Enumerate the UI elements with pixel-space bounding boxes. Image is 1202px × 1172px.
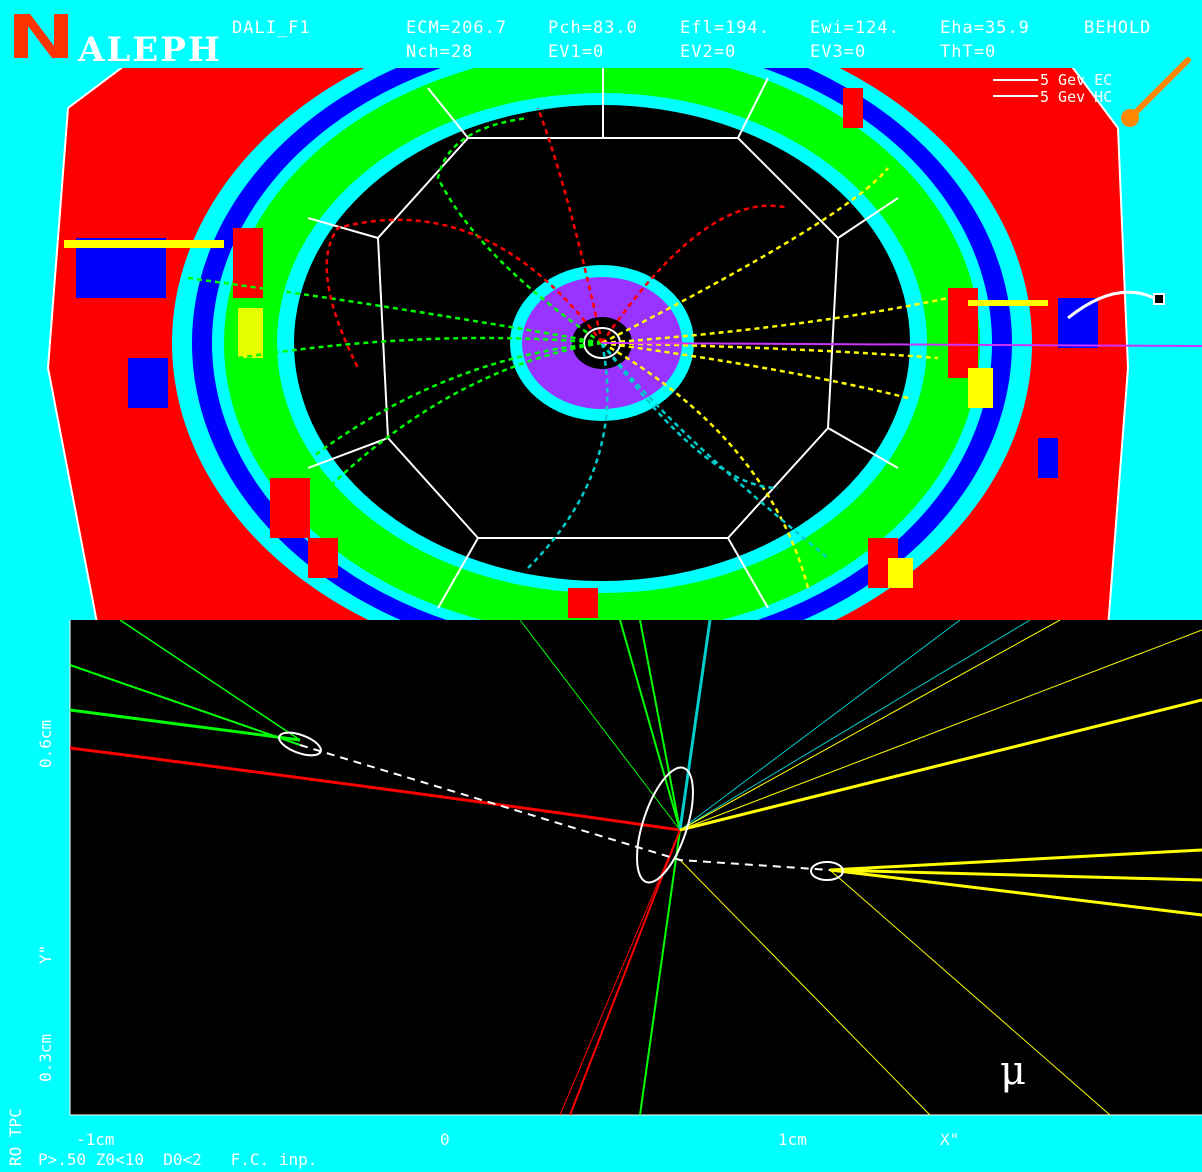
nch-value: Nch=28 xyxy=(406,42,474,62)
aleph-logo-icon xyxy=(14,14,68,58)
header: ALEPH DALI_F1 ECM=206.7 Pch=83.0 Efl=194… xyxy=(0,0,1202,70)
tht-value: ThT=0 xyxy=(940,42,997,62)
behold-label: BEHOLD xyxy=(1084,18,1152,38)
vertex-drawing xyxy=(69,620,1202,1116)
x-label-right: 1cm xyxy=(778,1130,807,1149)
vertex-zoom-view: 0.6cm Y" 0.3cm RO TPC -1cm 0 1cm X" P>.5… xyxy=(0,620,1202,1172)
program-name: DALI_F1 xyxy=(232,18,311,38)
scale-legend-hc: 5 Gev HC xyxy=(1040,88,1113,106)
muon-label: μ xyxy=(1000,1048,1026,1094)
scale-legend-ec: 5 Gev EC xyxy=(1040,71,1113,89)
ecm-value: ECM=206.7 xyxy=(406,18,508,38)
efl-value: Efl=194. xyxy=(680,18,770,38)
y-axis-name: Y" xyxy=(36,944,55,964)
logo-text: ALEPH xyxy=(78,30,222,70)
detector-cross-section-view xyxy=(8,68,1202,620)
eha-value: Eha=35.9 xyxy=(940,18,1030,38)
tpc-sector-lines xyxy=(307,68,899,609)
x-axis-name: X" xyxy=(940,1130,960,1149)
calorimeter-hits xyxy=(233,88,993,618)
footer-left-label: RO TPC xyxy=(6,1108,25,1166)
ev3-value: EV3=0 xyxy=(810,42,867,62)
ewi-value: Ewi=124. xyxy=(810,18,900,38)
y-label-bottom: 0.3cm xyxy=(36,1033,55,1082)
charged-tracks xyxy=(187,107,949,589)
ev2-value: EV2=0 xyxy=(680,42,737,62)
y-label-top: 0.6cm xyxy=(36,719,55,768)
pch-value: Pch=83.0 xyxy=(548,18,638,38)
footer-cuts: P>.50 Z0<10 D0<2 F.C. inp. xyxy=(38,1150,318,1169)
detector-drawing xyxy=(46,68,1202,620)
x-label-left: -1cm xyxy=(76,1130,115,1149)
vertex-tracks xyxy=(69,620,1202,1116)
orange-dot-marker-icon xyxy=(1121,57,1191,127)
ev1-value: EV1=0 xyxy=(548,42,605,62)
x-label-zero: 0 xyxy=(440,1130,450,1149)
